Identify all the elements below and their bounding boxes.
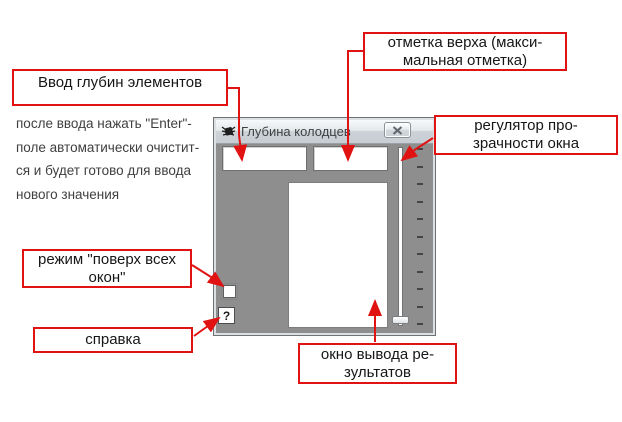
depth-input-field[interactable]	[222, 146, 307, 171]
slider-tick-marks	[417, 148, 423, 325]
callout-results-line2: зультатов	[343, 363, 411, 381]
callout-top-mark: отметка верха (макси- мальная отметка)	[363, 32, 567, 71]
callout-top-mark-line1: отметка верха (макси-	[387, 33, 543, 51]
depth-dialog-window: Глубина колодцев ?	[213, 117, 436, 336]
callout-help-label: справка	[85, 331, 141, 348]
callout-results: окно вывода ре- зультатов	[298, 343, 457, 384]
callout-top-mark-line2: мальная отметка)	[402, 51, 528, 69]
callout-always-on-top: режим "поверх всех окон"	[22, 249, 192, 288]
enter-note-line: нового значения	[16, 186, 120, 202]
close-icon	[392, 125, 403, 135]
callout-always-on-top-line1: режим "поверх всех	[38, 250, 176, 268]
transparency-slider-track[interactable]	[398, 147, 403, 326]
enter-note-line: поле автоматически очистит-	[16, 139, 200, 155]
callout-transparency-line2: зрачности окна	[472, 135, 580, 152]
close-button[interactable]	[384, 122, 411, 138]
transparency-slider-thumb[interactable]	[392, 316, 409, 324]
callout-transparency-line1: регулятор про-	[474, 117, 578, 134]
callout-input-depths-label: Ввод глубин элементов	[37, 74, 203, 91]
checkbox-box	[223, 285, 236, 298]
enter-note-line: после ввода нажать "Enter"-	[16, 116, 192, 131]
callout-always-on-top-line2: окон"	[88, 268, 126, 286]
help-button-label: ?	[222, 308, 231, 323]
callout-input-depths: Ввод глубин элементов	[12, 69, 228, 106]
help-button[interactable]: ?	[218, 307, 235, 324]
enter-note-text: после ввода нажать "Enter"- поле автомат…	[16, 112, 226, 206]
enter-note-line: ся и будет готово для ввода	[16, 163, 191, 178]
callout-results-line1: окно вывода ре-	[320, 345, 435, 363]
top-mark-input-field[interactable]	[313, 146, 388, 171]
callout-transparency: регулятор про- зрачности окна	[434, 115, 618, 155]
results-output-panel[interactable]	[288, 182, 388, 328]
callout-help: справка	[33, 327, 193, 353]
always-on-top-checkbox[interactable]	[221, 283, 238, 300]
window-title: Глубина колодцев	[241, 124, 351, 139]
